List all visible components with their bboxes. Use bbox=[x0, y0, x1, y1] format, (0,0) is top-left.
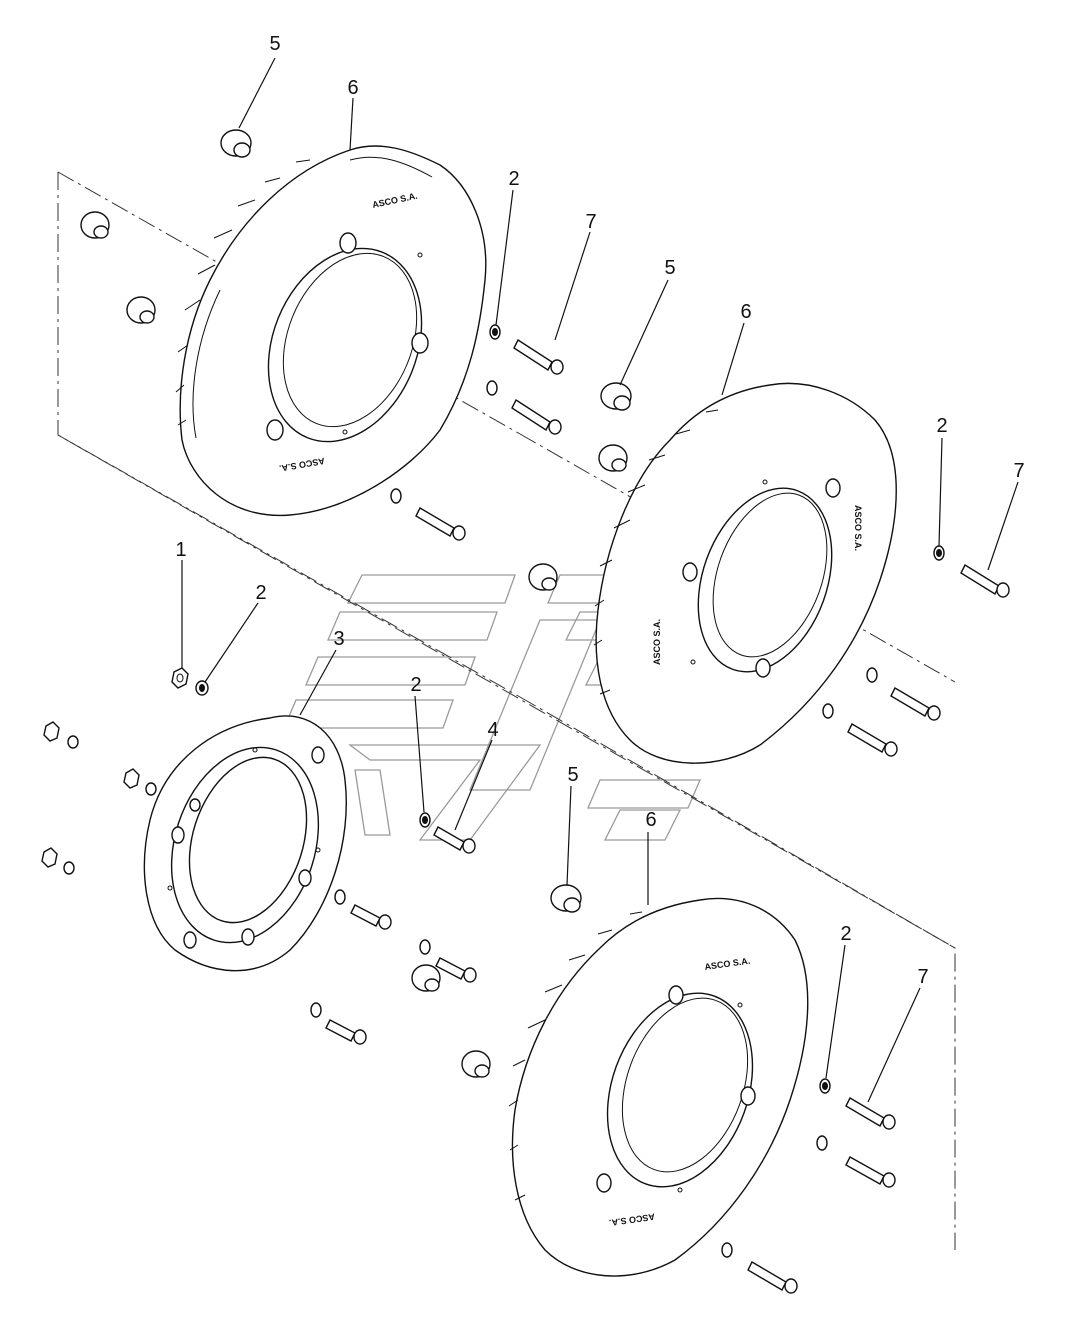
bolt bbox=[747, 1261, 798, 1294]
washer bbox=[67, 735, 79, 749]
washer bbox=[419, 812, 431, 828]
bolts bbox=[325, 338, 1010, 1294]
hex-nut bbox=[43, 721, 60, 742]
callout-labels: 5 6 2 7 5 6 2 7 1 2 3 2 4 5 6 2 7 bbox=[175, 33, 1024, 988]
bolt bbox=[845, 1156, 896, 1188]
bolt bbox=[435, 957, 477, 983]
hex-nut bbox=[171, 667, 189, 689]
nut-cap bbox=[80, 211, 110, 239]
washer bbox=[486, 380, 498, 396]
callout-2-bottom: 2 bbox=[840, 923, 851, 945]
callout-6-top: 6 bbox=[347, 77, 358, 99]
leader-lines bbox=[181, 57, 1019, 1103]
callout-7-middle: 7 bbox=[1013, 460, 1024, 482]
nut-cap bbox=[461, 1050, 491, 1078]
callout-6-middle: 6 bbox=[740, 301, 751, 323]
hex-nut bbox=[41, 847, 58, 868]
bolt bbox=[845, 1097, 896, 1130]
callout-3: 3 bbox=[333, 628, 344, 650]
wheel-weight-bottom: ASCO S.A. ASCO S.A. bbox=[508, 897, 809, 1277]
bolt bbox=[847, 723, 898, 757]
bolt bbox=[433, 826, 476, 854]
adapter-ring bbox=[143, 715, 347, 972]
bolt bbox=[511, 398, 562, 435]
nut-cap bbox=[600, 382, 632, 411]
washer bbox=[816, 1135, 828, 1151]
washer bbox=[310, 1002, 322, 1018]
bolt bbox=[350, 904, 392, 930]
washer bbox=[866, 667, 878, 683]
callout-2-center: 2 bbox=[410, 674, 421, 696]
wheel-weight-top: ASCO S.A. ASCO S.A. bbox=[175, 145, 487, 517]
nut-cap bbox=[528, 563, 558, 591]
washer bbox=[195, 680, 209, 696]
weight-nuts bbox=[80, 129, 632, 1078]
washer bbox=[334, 889, 346, 905]
brand-text-middle: ASCO S.A. bbox=[853, 505, 863, 551]
wheel-weight-middle: ASCO S.A. ASCO S.A. bbox=[593, 382, 897, 764]
nut-cap bbox=[220, 129, 252, 158]
callout-2-middle: 2 bbox=[936, 415, 947, 437]
washer bbox=[721, 1242, 733, 1258]
bolt bbox=[415, 507, 466, 541]
callout-4: 4 bbox=[487, 719, 498, 741]
callout-5-top: 5 bbox=[269, 33, 280, 55]
hex-nut bbox=[123, 768, 140, 789]
washers-and-nuts bbox=[41, 324, 945, 1258]
callout-2-top: 2 bbox=[508, 168, 519, 190]
washer bbox=[145, 782, 157, 796]
washer bbox=[63, 861, 75, 875]
washer bbox=[822, 703, 834, 719]
nut-cap bbox=[550, 884, 582, 913]
brand-text-middle-mirrored: ASCO S.A. bbox=[652, 619, 662, 665]
washer bbox=[419, 939, 431, 955]
nut-cap bbox=[126, 296, 156, 324]
nut-cap bbox=[411, 964, 441, 992]
callout-2-ring: 2 bbox=[255, 582, 266, 604]
nut-cap bbox=[598, 444, 628, 472]
bolt bbox=[960, 564, 1010, 598]
bolt bbox=[325, 1019, 367, 1045]
callout-6-bottom: 6 bbox=[645, 809, 656, 831]
callout-1: 1 bbox=[175, 539, 186, 561]
washer bbox=[933, 545, 945, 561]
bolt bbox=[513, 338, 564, 375]
washer bbox=[489, 324, 501, 340]
callout-5-bottom: 5 bbox=[567, 764, 578, 786]
bolt bbox=[890, 687, 941, 721]
washer bbox=[819, 1078, 831, 1094]
callout-7-top: 7 bbox=[585, 211, 596, 233]
callout-5-middle: 5 bbox=[664, 257, 675, 279]
callout-7-bottom: 7 bbox=[917, 966, 928, 988]
washer bbox=[390, 488, 402, 504]
